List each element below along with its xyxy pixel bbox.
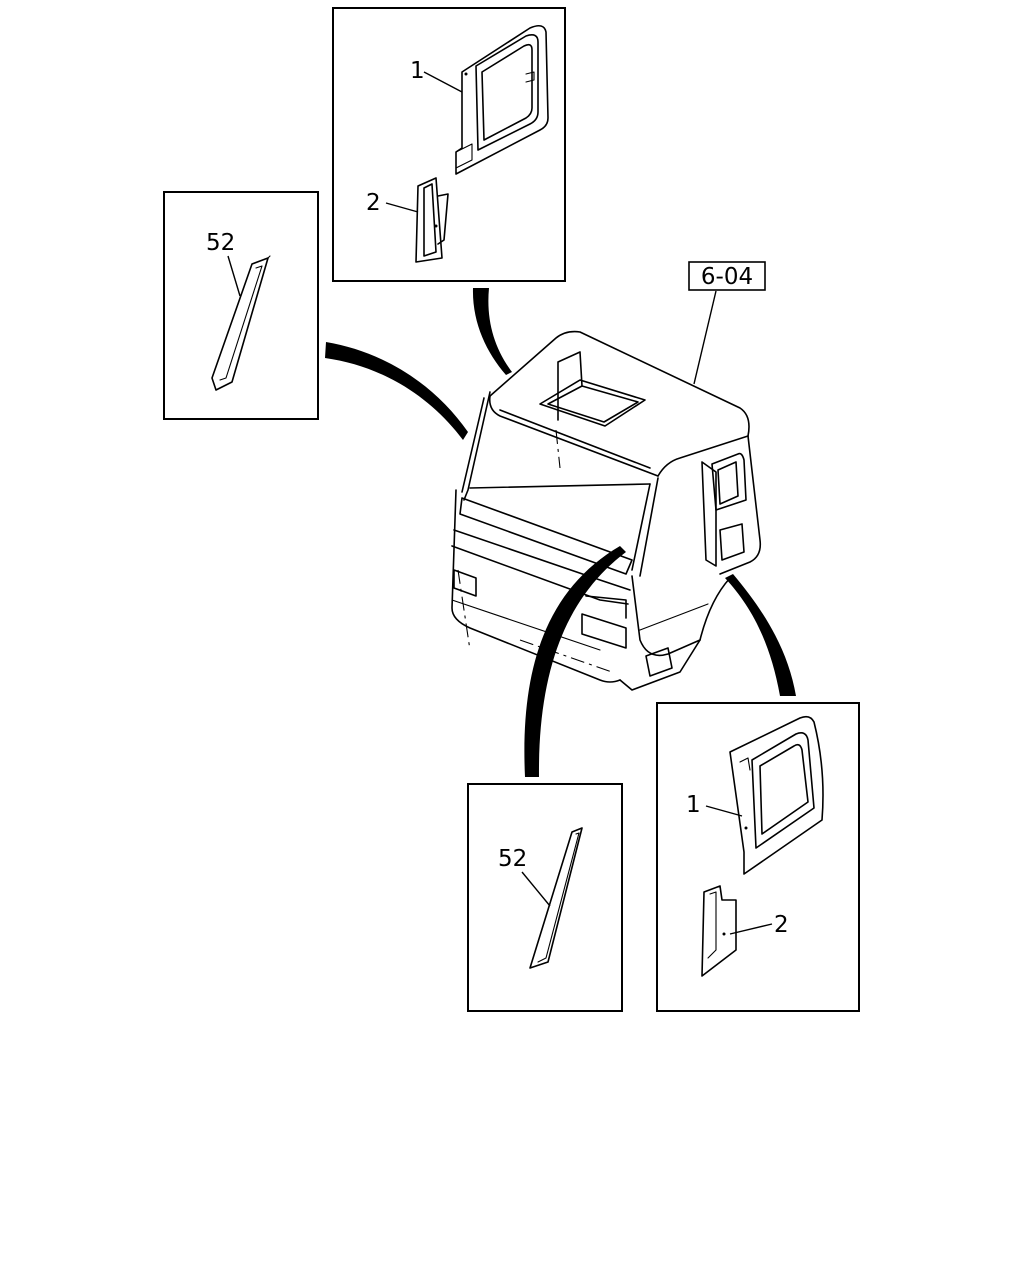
detail-box-right: 1 2 (656, 702, 860, 1012)
part-1-door-trim-top (455, 24, 549, 175)
detail-box-top: 1 2 (332, 7, 566, 282)
reference-box (688, 261, 766, 291)
leader-right-2 (729, 923, 773, 935)
callout-bottom-52: 52 (498, 846, 527, 872)
truck-cab (451, 330, 762, 691)
pointer-arc-right (725, 574, 796, 696)
part-2-pillar-trim-right (701, 885, 737, 977)
part-2-pillar-trim-top (415, 177, 449, 263)
part-52-pillar-moulding-left (211, 255, 271, 391)
leader-top-2 (385, 202, 419, 213)
reference-leader (693, 290, 717, 385)
detail-box-bottom: 52 (467, 783, 623, 1012)
leader-top-1 (423, 71, 463, 93)
callout-top-2: 2 (366, 190, 381, 216)
pointer-arc-bottom (524, 546, 626, 777)
pointer-arc-top (472, 288, 512, 375)
part-1-door-trim-right (729, 715, 824, 875)
leader-bottom-52 (521, 871, 551, 907)
reference-label: 6-04 (701, 264, 753, 290)
callout-top-1: 1 (410, 58, 425, 84)
leader-left-52 (227, 255, 241, 297)
part-52-pillar-moulding-bottom (529, 827, 583, 969)
callout-left-52: 52 (206, 230, 235, 256)
callout-right-1: 1 (686, 792, 701, 818)
detail-box-left: 52 (163, 191, 319, 420)
leader-right-1 (705, 805, 743, 817)
pointer-arc-left (325, 342, 468, 440)
callout-right-2: 2 (774, 912, 789, 938)
